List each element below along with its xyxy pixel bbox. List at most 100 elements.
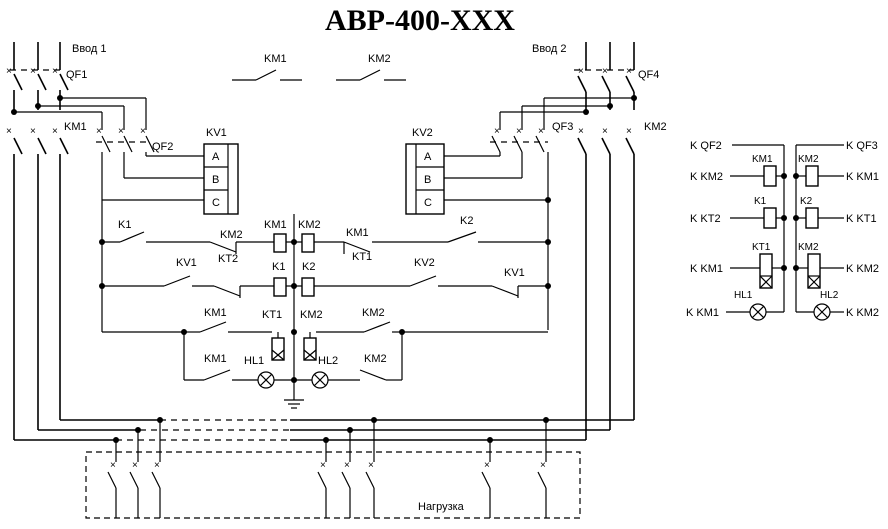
kv2-relay: KV2 A B C bbox=[405, 127, 445, 215]
timer-km2-label: KM2 bbox=[300, 309, 323, 321]
kv2-phase-a: A bbox=[424, 151, 432, 163]
aux-left-km1b: K KM1 bbox=[686, 307, 719, 319]
kv1-label: KV1 bbox=[206, 127, 227, 139]
qf1-label: QF1 bbox=[66, 69, 87, 81]
aux-timer-km2-label: KM2 bbox=[798, 242, 819, 253]
svg-text:×: × bbox=[140, 126, 146, 137]
load-label: Нагрузка bbox=[418, 501, 465, 513]
qf3-feed: × × × QF3 bbox=[444, 95, 637, 330]
svg-text:×: × bbox=[626, 126, 632, 137]
aux-coil-km2-label: KM2 bbox=[798, 154, 819, 165]
legend-km2-label: KM2 bbox=[368, 53, 391, 65]
aux-lamp-hl2-label: HL2 bbox=[820, 290, 839, 301]
svg-text:×: × bbox=[484, 460, 490, 471]
diagram-title: АВР-400-XXX bbox=[325, 4, 515, 37]
km1-main-label: KM1 bbox=[64, 121, 87, 133]
input1-label: Ввод 1 bbox=[72, 43, 107, 55]
load-bus bbox=[14, 417, 634, 443]
aux-left-qf2: K QF2 bbox=[690, 140, 722, 152]
row2-kt2-label: KT2 bbox=[218, 253, 238, 265]
svg-text:×: × bbox=[516, 126, 522, 137]
svg-text:×: × bbox=[602, 66, 608, 77]
svg-text:×: × bbox=[6, 66, 12, 77]
kv2-phase-c: C bbox=[424, 197, 432, 209]
kv1-phase-b: B bbox=[212, 174, 219, 186]
svg-text:×: × bbox=[110, 460, 116, 471]
input2-feed: Ввод 2 bbox=[532, 42, 635, 70]
coil-km1-label: KM1 bbox=[264, 219, 287, 231]
aux-coil-km1-label: KM1 bbox=[752, 154, 773, 165]
row3-km2-label: KM2 bbox=[362, 307, 385, 319]
svg-text:×: × bbox=[118, 126, 124, 137]
qf2-label: QF2 bbox=[152, 141, 173, 153]
svg-text:×: × bbox=[368, 460, 374, 471]
row3-km1-label: KM1 bbox=[204, 307, 227, 319]
legend-km1-label: KM1 bbox=[264, 53, 287, 65]
km2-main-contacts: × × × KM2 bbox=[577, 121, 667, 440]
aux-coil-k1-label: K1 bbox=[754, 196, 767, 207]
kv1-phase-c: C bbox=[212, 197, 220, 209]
svg-text:×: × bbox=[538, 126, 544, 137]
kv1-phase-a: A bbox=[212, 151, 220, 163]
coil-k1-label: K1 bbox=[272, 261, 285, 273]
qf4-label: QF4 bbox=[638, 69, 659, 81]
svg-text:×: × bbox=[540, 460, 546, 471]
legend: KM1 KM2 bbox=[232, 53, 406, 81]
svg-text:×: × bbox=[494, 126, 500, 137]
svg-text:×: × bbox=[578, 66, 584, 77]
aux-right-km2b: K KM2 bbox=[846, 307, 879, 319]
aux-lamp-hl1-label: HL1 bbox=[734, 290, 753, 301]
lamp-hl1-label: HL1 bbox=[244, 355, 264, 367]
aux-right-km2: K KM2 bbox=[846, 263, 879, 275]
aux-coil-k2-label: K2 bbox=[800, 196, 813, 207]
aux-left-kt2: K KT2 bbox=[690, 213, 721, 225]
svg-text:×: × bbox=[320, 460, 326, 471]
kv2-label: KV2 bbox=[412, 127, 433, 139]
qf1-breaker: × × × QF1 bbox=[6, 66, 87, 110]
qf4-breaker: × × × QF4 bbox=[574, 66, 659, 110]
kv1-relay: KV1 A B C bbox=[203, 127, 239, 215]
aux-left-km2: K KM2 bbox=[690, 171, 723, 183]
aux-right-kt1: K KT1 bbox=[846, 213, 877, 225]
svg-text:×: × bbox=[132, 460, 138, 471]
kv2-phase-b: B bbox=[424, 174, 431, 186]
qf2-feed: × × × QF2 bbox=[11, 95, 204, 201]
aux-right-km1: K KM1 bbox=[846, 171, 879, 183]
load-enclosure: Нагрузка × × × × × × × × bbox=[85, 420, 581, 519]
aux-diagram: K QF2 K QF3 KM1 KM2 K KM2 K KM1 K1 K2 K … bbox=[686, 140, 879, 321]
row1-km1-label: KM1 bbox=[346, 227, 369, 239]
svg-text:×: × bbox=[96, 126, 102, 137]
aux-right-qf3: K QF3 bbox=[846, 140, 878, 152]
km2-main-label: KM2 bbox=[644, 121, 667, 133]
input1-feed: Ввод 1 bbox=[13, 42, 107, 70]
row2-kv2-label: KV2 bbox=[414, 257, 435, 269]
row1-kt1-label: KT1 bbox=[352, 251, 372, 263]
svg-text:×: × bbox=[154, 460, 160, 471]
aux-left-km1: K KM1 bbox=[690, 263, 723, 275]
svg-text:×: × bbox=[52, 66, 58, 77]
row1-k2-label: K2 bbox=[460, 215, 473, 227]
control-circuit: K1 KM2 KM1 KM2 KM1 K2 KT1 KV1 KT2 K1 K2 bbox=[99, 200, 551, 409]
svg-text:×: × bbox=[344, 460, 350, 471]
row4-km1-label: KM1 bbox=[204, 353, 227, 365]
coil-km2-label: KM2 bbox=[298, 219, 321, 231]
coil-k2-label: K2 bbox=[302, 261, 315, 273]
timer-kt1-label: KT1 bbox=[262, 309, 282, 321]
svg-text:×: × bbox=[578, 126, 584, 137]
row2-kv1b-label: KV1 bbox=[504, 267, 525, 279]
input2-label: Ввод 2 bbox=[532, 43, 567, 55]
lamp-hl2-label: HL2 bbox=[318, 355, 338, 367]
svg-text:×: × bbox=[30, 66, 36, 77]
svg-text:×: × bbox=[52, 126, 58, 137]
row1-km2-label: KM2 bbox=[220, 229, 243, 241]
row4-km2-label: KM2 bbox=[364, 353, 387, 365]
row2-kv1-label: KV1 bbox=[176, 257, 197, 269]
svg-text:×: × bbox=[626, 66, 632, 77]
aux-timer-kt1-label: KT1 bbox=[752, 242, 771, 253]
qf3-label: QF3 bbox=[552, 121, 573, 133]
svg-text:×: × bbox=[6, 126, 12, 137]
km1-main-contacts: ××× KM1 bbox=[6, 121, 87, 440]
svg-text:×: × bbox=[602, 126, 608, 137]
